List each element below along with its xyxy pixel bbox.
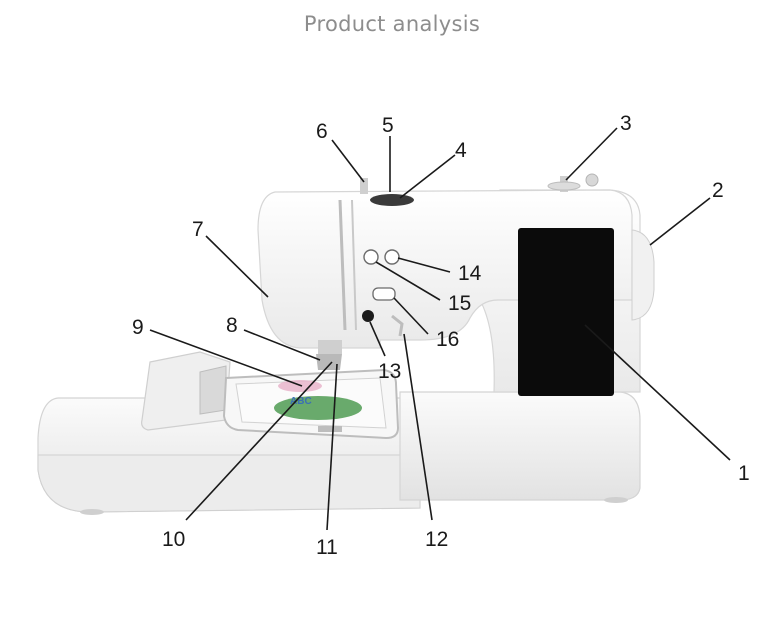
callout-3: 3 [620,112,632,135]
callout-1: 1 [738,462,750,485]
callout-leaders [149,127,731,531]
needle-bar [318,340,342,354]
leader-7 [205,235,269,298]
leader-16 [393,297,429,335]
callout-9: 9 [132,316,144,339]
hoop-clamp [199,365,227,415]
leader-9 [149,329,303,387]
callout-12: 12 [425,528,448,551]
leader-11 [326,363,338,531]
thread-guide [360,178,368,194]
callout-8: 8 [226,314,238,337]
leader-6 [331,139,365,183]
callout-16: 16 [436,328,459,351]
hoop-label [318,426,342,432]
callout-11: 11 [316,536,338,559]
leader-8 [243,329,321,361]
spool-cap [547,181,581,191]
leader-4 [399,154,456,199]
embroidery-unit-front [37,454,421,513]
callout-14: 14 [458,262,482,285]
leader-1 [584,324,731,461]
callout-10: 10 [162,528,185,551]
embroidery-pattern-letters: ABC [290,396,312,407]
handwheel [631,229,655,321]
leader-3 [565,127,618,181]
callout-5: 5 [382,114,394,137]
start-stop-icon[interactable] [363,249,379,265]
page-title: Product analysis [303,12,481,36]
speed-control-knob[interactable] [362,310,374,322]
leader-2 [649,197,711,246]
callout-4: 4 [455,139,467,162]
callout-7: 7 [192,218,204,241]
callout-13: 13 [378,360,401,383]
leader-14 [397,257,451,273]
callout-2: 2 [712,179,724,202]
thread-take-up [338,199,347,331]
callout-6: 6 [316,120,328,143]
leader-13 [369,321,386,357]
callout-15: 15 [448,292,471,315]
leader-15 [375,261,441,301]
bobbin-winder [585,173,599,187]
presser-foot [316,354,342,370]
leader-10 [185,361,333,521]
presser-foot-lever[interactable] [391,314,404,337]
thread-cutter-icon[interactable] [384,249,400,265]
callout-numbers: 1 2 3 4 5 6 7 8 9 10 11 12 13 14 15 16 [132,112,750,559]
embroidery-pattern-green [274,396,362,420]
leader-12 [403,333,433,521]
machine-base [399,391,641,501]
thread-path [351,199,357,331]
tension-dial [370,194,414,206]
machine-foot-left [80,509,104,515]
needle-position-button[interactable] [372,287,396,301]
machine-foot-right [604,497,628,503]
lcd-screen [518,228,614,396]
